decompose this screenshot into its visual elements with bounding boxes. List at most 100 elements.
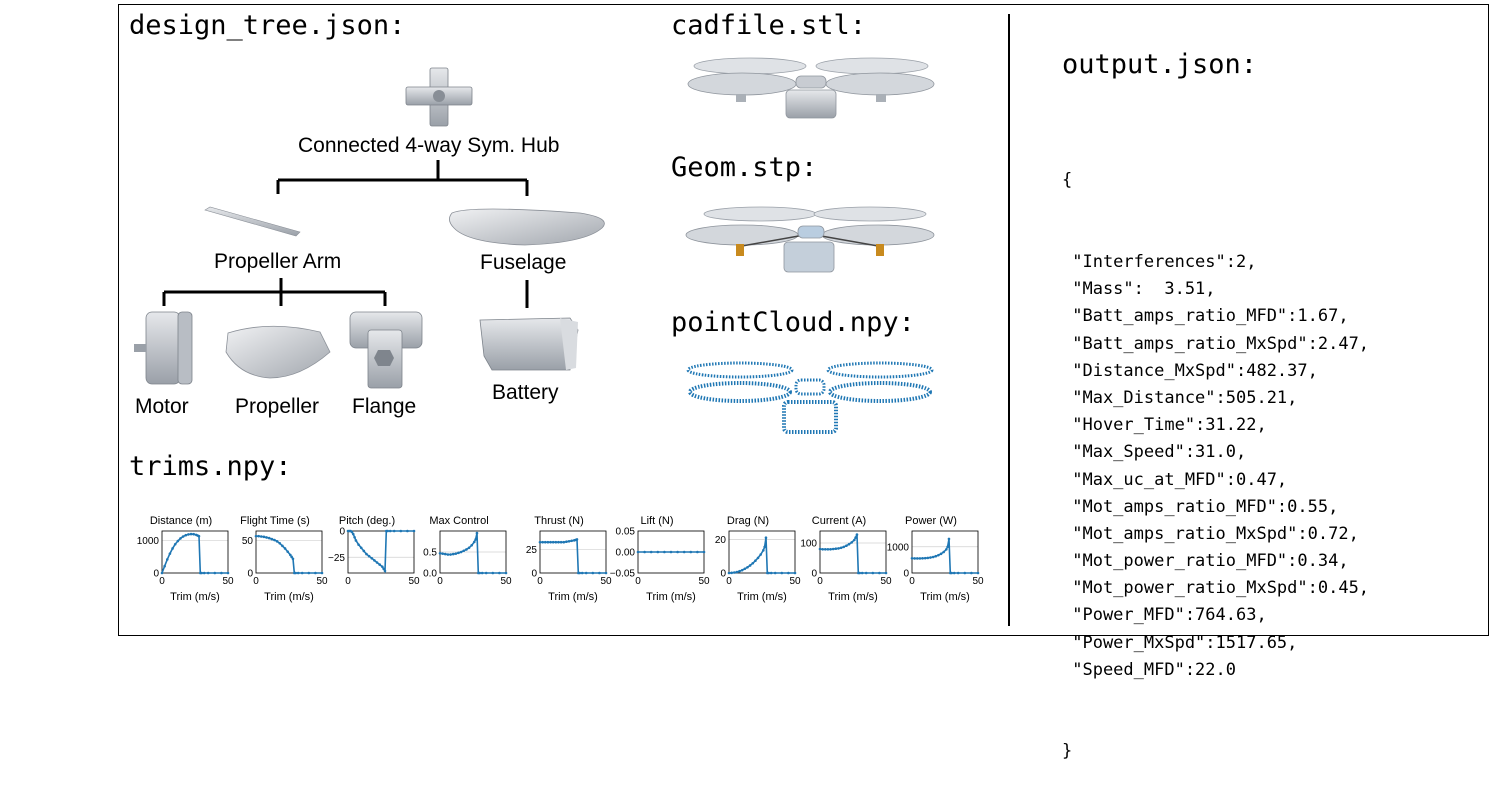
data-point (931, 555, 935, 559)
data-point (278, 541, 282, 545)
y-tick-label: 20 (715, 535, 727, 546)
data-point (821, 548, 824, 551)
data-point (676, 550, 679, 554)
x-axis-label: Trim (m/s) (548, 591, 598, 603)
data-point (392, 529, 396, 533)
data-point (381, 565, 384, 568)
data-point (351, 532, 355, 536)
data-point (735, 570, 739, 574)
json-open-brace: { (1062, 170, 1073, 191)
design-tree-connectors (162, 160, 529, 308)
data-point (206, 571, 210, 575)
plot-frame (728, 530, 796, 574)
x-tick-label: 0 (253, 576, 259, 587)
data-point (845, 544, 848, 547)
data-point (578, 571, 581, 575)
plot-title: Lift (N) (640, 515, 674, 527)
data-point (921, 557, 924, 560)
data-point (598, 571, 601, 575)
json-line: "Power_MxSpd":1517.65, (1062, 632, 1298, 653)
data-point (837, 547, 840, 550)
data-point (189, 532, 193, 536)
json-line: "Mot_amps_ratio_MxSpd":0.72, (1062, 523, 1359, 544)
data-point (702, 550, 706, 554)
battery-icon (479, 317, 579, 371)
data-point (850, 541, 853, 544)
data-point (759, 553, 762, 556)
data-point (762, 549, 765, 552)
data-point (370, 557, 374, 560)
y-tick-label: 100 (800, 539, 817, 550)
data-point (575, 538, 579, 541)
data-point (275, 540, 279, 543)
plot-frame (819, 530, 887, 574)
data-point (743, 567, 747, 571)
x-tick-label: 0 (726, 576, 732, 587)
data-point (570, 539, 573, 543)
data-point (915, 557, 919, 560)
x-axis-label: Trim (m/s) (920, 591, 970, 603)
hub-label: Connected 4-way Sym. Hub (298, 134, 560, 157)
data-point (551, 540, 555, 544)
data-point (696, 550, 699, 554)
figure-frame (118, 4, 1489, 636)
data-point (738, 569, 741, 573)
data-point (365, 552, 368, 556)
data-point (767, 571, 770, 575)
y-tick-label: 0.5 (423, 548, 437, 559)
data-point (296, 571, 300, 575)
y-tick-label: 25 (526, 545, 538, 556)
series-line (819, 534, 886, 574)
data-point (860, 571, 864, 575)
data-point (197, 534, 201, 538)
data-point (842, 545, 846, 549)
y-tick-label: 0 (247, 569, 253, 580)
geom-drone-icon (685, 206, 935, 273)
data-point (970, 571, 973, 575)
data-point (367, 554, 371, 558)
data-point (200, 571, 203, 575)
propeller-arm-label: Propeller Arm (214, 250, 342, 273)
data-point (604, 571, 608, 575)
data-point (467, 546, 471, 550)
data-point (262, 535, 266, 539)
data-point (273, 538, 276, 542)
data-point (754, 559, 757, 563)
x-axis-label: Trim (m/s) (646, 591, 696, 603)
data-point (474, 538, 477, 541)
data-point (557, 540, 560, 544)
data-point (730, 571, 733, 575)
data-point (549, 540, 552, 544)
data-point (359, 546, 363, 550)
data-point (300, 571, 304, 575)
data-point (220, 571, 223, 575)
json-line: "Interferences":2, (1062, 252, 1257, 272)
plot-frame (539, 530, 607, 574)
plot-title: Flight Time (s) (240, 515, 310, 527)
y-tick-label: 0 (531, 569, 537, 580)
x-axis-label: Trim (m/s) (737, 591, 787, 603)
data-point (584, 571, 588, 575)
data-point (934, 554, 938, 558)
data-point (457, 551, 460, 555)
y-tick-label: 0.05 (616, 527, 636, 538)
data-point (406, 529, 409, 533)
data-point (353, 536, 356, 539)
data-point (504, 571, 508, 575)
design-tree-heading: design_tree.json: (129, 10, 406, 41)
series-line (256, 535, 322, 574)
section-divider (1008, 14, 1010, 626)
x-tick-label: 50 (316, 576, 328, 587)
data-point (173, 542, 177, 546)
data-point (187, 533, 190, 536)
data-point (541, 540, 544, 544)
json-line: "Hover_Time":31.22, (1062, 415, 1267, 436)
data-point (257, 534, 260, 538)
data-point (963, 571, 967, 575)
series-line (911, 538, 978, 574)
data-point (538, 540, 542, 544)
y-tick-label: 1000 (137, 536, 160, 547)
